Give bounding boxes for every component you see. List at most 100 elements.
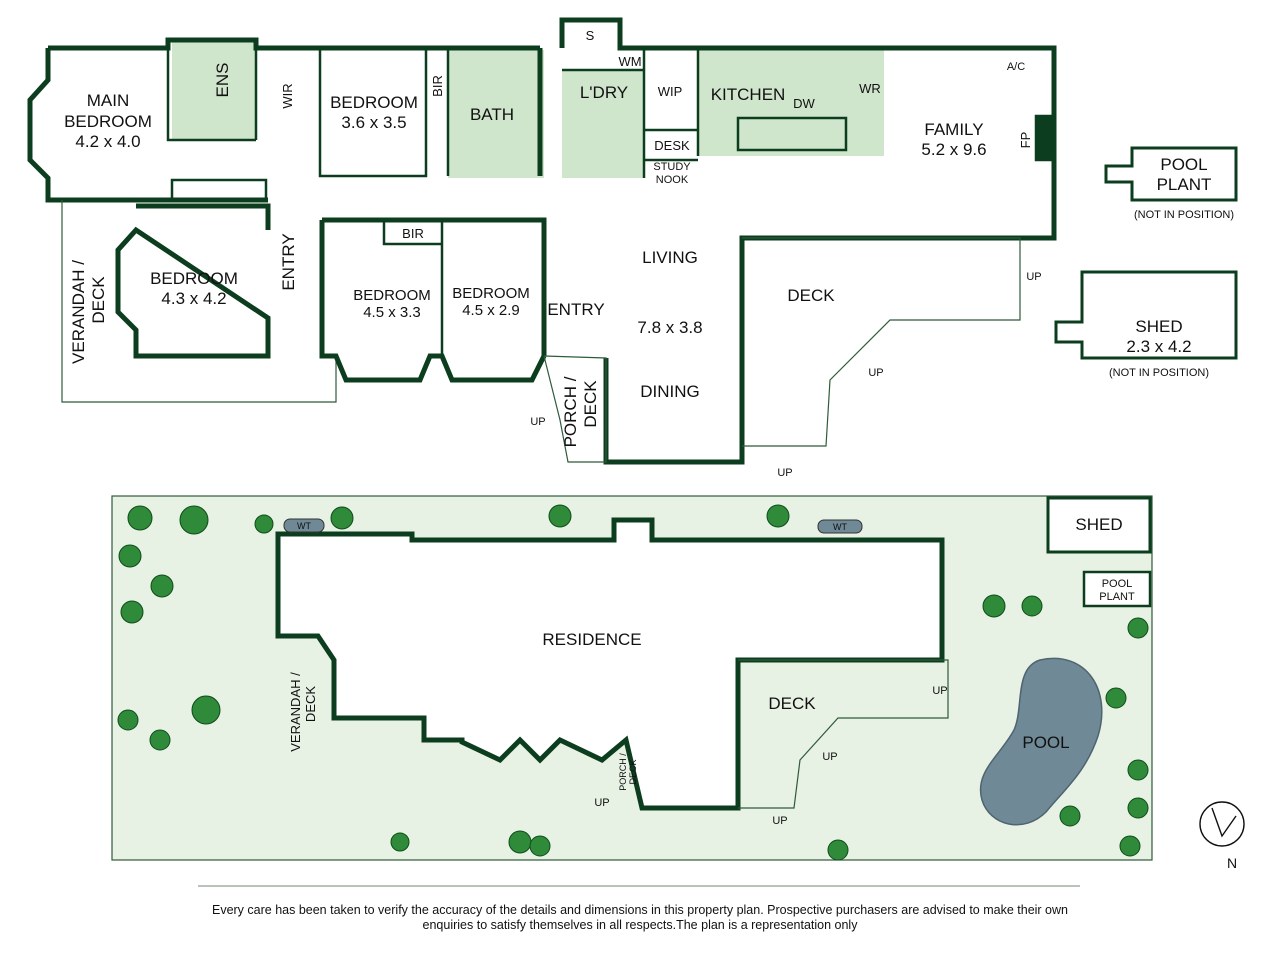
- bedroom-2-label: BEDROOM: [330, 93, 418, 112]
- interior-walls-left: [166, 48, 542, 178]
- main-bedroom-size: 4.2 x 4.0: [75, 132, 140, 151]
- tree: [1127, 617, 1149, 639]
- kitchen-island: [736, 116, 848, 152]
- pool-plant-label: POOL: [1160, 155, 1207, 174]
- pool-plant-wall: [1104, 146, 1238, 202]
- site-up-label-4: UP: [932, 685, 947, 697]
- tree: [548, 504, 572, 528]
- verandah-label-2: DECK: [89, 276, 108, 324]
- site-pool-plant-label-2: PLANT: [1099, 591, 1135, 603]
- site-deck-outline: [738, 659, 949, 809]
- bath-label: BATH: [470, 105, 514, 124]
- shower-label: S: [586, 28, 595, 43]
- main-bedroom-wall: [27, 37, 540, 203]
- up-label-4: UP: [1026, 271, 1041, 283]
- tree: [766, 504, 790, 528]
- family-size: 5.2 x 9.6: [921, 140, 986, 159]
- bir-4-label: BIR: [402, 226, 424, 241]
- up-label-3: UP: [868, 367, 883, 379]
- fireplace: [1034, 114, 1054, 162]
- residence-outline: [275, 517, 945, 811]
- bedroom-5-label: BEDROOM: [452, 285, 530, 302]
- bedroom-5-size: 4.5 x 2.9: [462, 302, 520, 319]
- tree: [1127, 759, 1149, 781]
- pool-plant-label-2: PLANT: [1157, 175, 1212, 194]
- water-tank-2: [817, 519, 863, 534]
- laundry-label: L'DRY: [580, 83, 628, 102]
- bedroom-3-size: 4.3 x 4.2: [161, 289, 226, 308]
- shed-note: (NOT IN POSITION): [1109, 367, 1209, 379]
- bedroom-2-size: 3.6 x 3.5: [341, 113, 406, 132]
- floor-plan: MAIN BEDROOM 4.2 x 4.0 ENS WIR BEDROOM 3…: [27, 17, 1238, 479]
- verandah-outline: [61, 200, 337, 403]
- desk-label: DESK: [654, 138, 690, 153]
- site-up-label-2: UP: [772, 815, 787, 827]
- deck-label: DECK: [787, 286, 835, 305]
- ac-label: A/C: [1007, 61, 1025, 73]
- tree: [1127, 797, 1149, 819]
- water-tank-1-label: WT: [297, 521, 311, 531]
- shed-size: 2.3 x 4.2: [1126, 337, 1191, 356]
- site-porch-label-2: DECK: [628, 759, 638, 784]
- tree: [149, 729, 171, 751]
- family-label: FAMILY: [924, 120, 983, 139]
- bedrooms-4-5-wall: [319, 217, 547, 383]
- bedroom-4-label: BEDROOM: [353, 287, 431, 304]
- tree: [179, 505, 209, 535]
- laundry-area: [562, 70, 644, 178]
- site-up-label-1: UP: [594, 797, 609, 809]
- site-deck-label: DECK: [768, 694, 816, 713]
- deck-outline: [742, 237, 1021, 447]
- ensuite-area: [172, 40, 256, 140]
- up-label-2: UP: [777, 467, 792, 479]
- disclaimer: Every care has been taken to verify the …: [211, 903, 1068, 932]
- site-shed: [1046, 496, 1152, 554]
- porch-label-2: DECK: [581, 380, 600, 428]
- main-bedroom-label: MAIN: [87, 91, 130, 110]
- kitchen-area: [698, 48, 884, 156]
- main-bedroom-label-2: BEDROOM: [64, 112, 152, 131]
- tree: [120, 600, 144, 624]
- tree: [1059, 805, 1081, 827]
- living-size: 7.8 x 3.8: [637, 318, 702, 337]
- site-shed-label: SHED: [1075, 515, 1122, 534]
- site-verandah-label: VERANDAH /: [288, 672, 303, 752]
- tree: [508, 830, 532, 854]
- fp-label: FP: [1018, 132, 1033, 149]
- pool-shape: [979, 657, 1103, 826]
- tree: [529, 835, 551, 857]
- verandah-label: VERANDAH /: [69, 260, 88, 364]
- pool-plant-note: (NOT IN POSITION): [1134, 209, 1234, 221]
- tree: [390, 832, 410, 852]
- wm-label: WM: [618, 54, 641, 69]
- trees: [117, 504, 1149, 861]
- tree: [117, 709, 139, 731]
- tree: [127, 505, 153, 531]
- residence-label: RESIDENCE: [542, 630, 641, 649]
- tree: [1105, 687, 1127, 709]
- bedroom-3-label: BEDROOM: [150, 269, 238, 288]
- wr-label: WR: [859, 81, 881, 96]
- dw-label: DW: [793, 96, 815, 111]
- tree: [982, 594, 1006, 618]
- site-up-label-3: UP: [822, 751, 837, 763]
- up-label-1: UP: [530, 416, 545, 428]
- bedrooms-divider: [382, 220, 444, 356]
- site-porch-label: PORCH /: [618, 753, 628, 791]
- porch-label: PORCH /: [561, 376, 580, 447]
- study-nook-label: STUDY: [653, 161, 691, 173]
- entry-1-label: ENTRY: [279, 233, 298, 290]
- ensuite-label: ENS: [213, 63, 232, 98]
- bir-2-label: BIR: [430, 75, 445, 97]
- tree: [1119, 835, 1141, 857]
- porch-outline: [543, 355, 607, 463]
- tree: [118, 544, 142, 568]
- shed-wall: [1054, 270, 1238, 360]
- tree: [150, 574, 174, 598]
- site-verandah-label-2: DECK: [303, 686, 318, 722]
- water-tank-1: [283, 518, 325, 533]
- compass-circle: [1199, 801, 1245, 847]
- tree: [827, 839, 849, 861]
- compass-arrow: [1211, 807, 1237, 838]
